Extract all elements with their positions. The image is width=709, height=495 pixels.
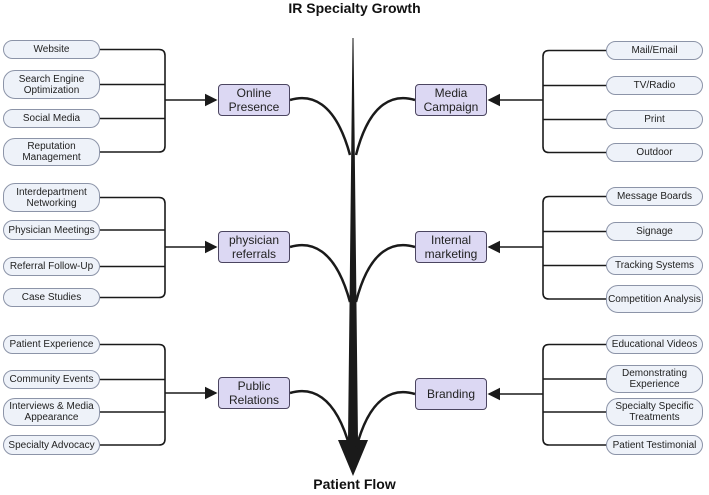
bracket-line [542, 438, 608, 446]
item-pill: Specialty Advocacy [3, 435, 100, 455]
item-pill: Print [606, 110, 703, 129]
item-pill: Social Media [3, 109, 100, 128]
bracket-line [542, 195, 608, 203]
category-box-media: Media Campaign [415, 84, 487, 116]
flow-curve [289, 243, 352, 303]
item-pill: Interdepartment Networking [3, 183, 100, 212]
item-pill: Search Engine Optimization [3, 70, 100, 99]
bracket-line [542, 146, 608, 154]
category-box-online: Online Presence [218, 84, 290, 116]
item-pill: Patient Experience [3, 335, 100, 354]
flow-curve [354, 96, 416, 156]
bracket-line [100, 48, 166, 56]
item-pill: Case Studies [3, 288, 100, 307]
item-pill: Educational Videos [606, 335, 703, 354]
bracket-line [100, 438, 166, 446]
item-pill: Outdoor [606, 143, 703, 162]
item-pill: Competition Analysis [606, 285, 703, 313]
flow-curve [354, 390, 416, 450]
item-pill: Website [3, 40, 100, 59]
item-pill: Referral Follow-Up [3, 257, 100, 276]
item-pill: Specialty Specific Treatments [606, 398, 703, 426]
flow-curve [354, 243, 416, 303]
item-pill: Patient Testimonial [606, 435, 703, 455]
item-pill: TV/Radio [606, 76, 703, 95]
bracket-line [542, 49, 608, 57]
item-pill: Interviews & Media Appearance [3, 398, 100, 426]
item-pill: Mail/Email [606, 41, 703, 60]
bracket-line [542, 343, 608, 351]
bracket-line [100, 343, 166, 351]
item-pill: Demonstrating Experience [606, 365, 703, 393]
bracket-line [100, 196, 166, 204]
category-box-branding: Branding [415, 378, 487, 410]
bracket-line [100, 145, 166, 153]
bracket-line [100, 291, 166, 299]
flow-curve [289, 96, 352, 156]
category-box-pr: Public Relations [218, 377, 290, 409]
category-box-referrals: physician referrals [218, 231, 290, 263]
item-pill: Message Boards [606, 187, 703, 206]
item-pill: Signage [606, 222, 703, 241]
category-box-internal: Internal marketing [415, 231, 487, 263]
item-pill: Community Events [3, 370, 100, 389]
item-pill: Physician Meetings [3, 220, 100, 240]
title-top: IR Specialty Growth [288, 0, 421, 16]
item-pill: Reputation Management [3, 138, 100, 166]
flow-curve [289, 389, 352, 449]
trunk-arrow [338, 38, 368, 476]
title-bottom: Patient Flow [313, 476, 396, 492]
bracket-line [542, 292, 608, 300]
item-pill: Tracking Systems [606, 256, 703, 275]
